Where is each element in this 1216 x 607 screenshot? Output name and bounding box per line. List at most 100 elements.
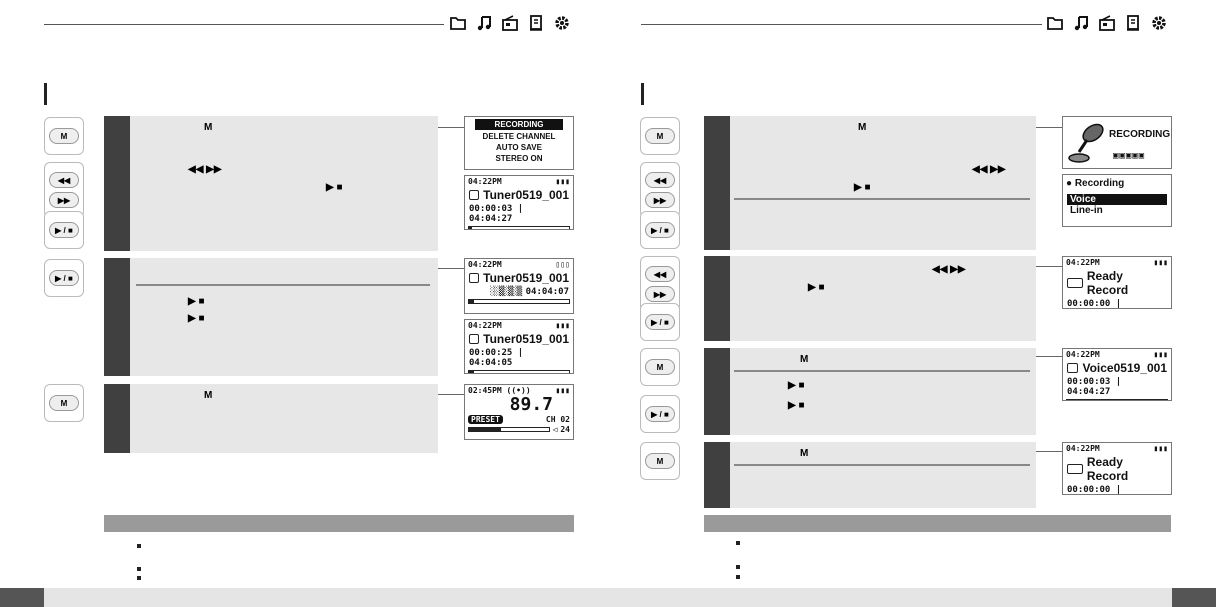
menu-button[interactable]: M [640, 348, 680, 386]
skip-buttons[interactable]: ◀◀ ▶▶ [44, 162, 84, 218]
voice-recorder-icon[interactable] [1124, 14, 1142, 32]
play-stop-key: ▶ / ■ [49, 222, 79, 238]
step-number-bar [104, 384, 130, 453]
file-name: Tuner0519_001 [483, 271, 569, 285]
play-stop-button[interactable]: ▶ / ■ [640, 303, 680, 341]
clock: 04:22PM [1066, 350, 1100, 359]
prev-key[interactable]: ◀◀ [49, 172, 79, 188]
elapsed-remaining: 00:00:03 | 04:04:27 [469, 204, 524, 224]
remaining-time: ░░▒░▒░▒ 04:04:07 [465, 286, 573, 298]
frequency: 89.7 [509, 394, 553, 415]
note-bullet [137, 576, 141, 580]
next-key[interactable]: ▶▶ [49, 192, 79, 208]
remaining-value: 04:04:07 [525, 287, 569, 297]
mic-small-icon: ● [1066, 178, 1073, 189]
music-note-icon[interactable] [1072, 14, 1090, 32]
section-title-marker [641, 83, 644, 105]
clock: 04:22PM [468, 177, 502, 186]
voice-file-icon [1067, 464, 1083, 474]
play-stop-button[interactable]: ▶ / ■ [640, 211, 680, 249]
menu-item-recording[interactable]: RECORDING [475, 119, 563, 130]
skip-buttons[interactable]: ◀◀ ▶▶ [640, 256, 680, 312]
settings-gear-icon[interactable] [553, 14, 571, 32]
blink-indicator-icon: ░░▒░▒░▒ [490, 287, 526, 297]
volume-level: 24 [560, 425, 570, 434]
play-stop-glyph: ▶ ■ [854, 182, 871, 193]
battery-icon: ▮▮▮ [1153, 258, 1168, 267]
note-bullet [137, 567, 141, 571]
music-note-icon[interactable] [475, 14, 493, 32]
step-number-bar [104, 258, 130, 376]
step-box-2: ◀◀ ▶▶ ▶ ■ [704, 256, 1036, 341]
menu-button[interactable]: M [44, 117, 84, 155]
lcd-recording-menu: RECORDING DELETE CHANNEL AUTO SAVE STERE… [464, 116, 574, 170]
play-stop-glyph: ▶ ■ [326, 182, 343, 193]
menu-key: M [49, 395, 79, 411]
step-divider [734, 464, 1030, 466]
step-number-bar [104, 116, 130, 251]
play-stop-key: ▶ / ■ [645, 222, 675, 238]
menu-key: M [645, 359, 675, 375]
play-stop-button[interactable]: ▶ / ■ [44, 259, 84, 297]
folder-icon[interactable] [1046, 14, 1064, 32]
battery-icon: ▮▮▮ [1153, 444, 1168, 453]
step-divider [136, 284, 430, 286]
progress-fill [1067, 400, 1068, 401]
note-bullet [736, 575, 740, 579]
channel: CH 02 [545, 415, 570, 424]
clock: 04:22PM [468, 260, 502, 269]
page-footer-tab-left [0, 588, 44, 607]
page-footer-tab-right [1172, 588, 1216, 607]
stereo-signal-icon: ((•)) [506, 386, 531, 395]
play-stop-button[interactable]: ▶ / ■ [640, 395, 680, 433]
play-stop-glyph: ▶ ■ [788, 380, 805, 391]
play-stop-glyph: ▶ ■ [188, 313, 205, 324]
menu-button[interactable]: M [44, 384, 84, 422]
source-line-in[interactable]: Line-in [1063, 205, 1171, 216]
header-rule [44, 24, 444, 25]
battery-icon: ▮▮▮ [1153, 350, 1168, 359]
progress-fill [469, 300, 474, 303]
ready-label: Ready Record [1086, 269, 1129, 297]
next-key[interactable]: ▶▶ [645, 286, 675, 302]
connector-line [438, 394, 464, 395]
menu-button[interactable]: M [640, 117, 680, 155]
radio-icon[interactable] [501, 14, 519, 32]
settings-gear-icon[interactable] [1150, 14, 1168, 32]
radio-icon[interactable] [1098, 14, 1116, 32]
next-key[interactable]: ▶▶ [645, 192, 675, 208]
prev-key[interactable]: ◀◀ [645, 172, 675, 188]
play-stop-key: ▶ / ■ [645, 406, 675, 422]
skip-buttons[interactable]: ◀◀ ▶▶ [640, 162, 680, 218]
menu-key: M [645, 453, 675, 469]
voice-file-icon [1067, 278, 1083, 288]
battery-icon: ▮▮▮ [555, 177, 570, 186]
menu-key: M [49, 128, 79, 144]
page-footer [0, 588, 1216, 607]
note-bullet [137, 544, 141, 548]
file-name: Tuner0519_001 [483, 188, 569, 202]
menu-item-auto-save[interactable]: AUTO SAVE [496, 143, 542, 152]
source-line-in-text: Line-in [1070, 205, 1103, 216]
lcd-recording-source: ● Recording Voice Line-in [1062, 174, 1172, 227]
note-header-bar [104, 515, 574, 532]
menu-item-delete-channel[interactable]: DELETE CHANNEL [482, 132, 556, 141]
source-voice[interactable]: Voice [1067, 194, 1167, 205]
connector-line [1036, 266, 1062, 267]
radio-file-icon [469, 334, 480, 344]
voice-recorder-icon[interactable] [527, 14, 545, 32]
progress-fill [469, 227, 472, 229]
folder-icon[interactable] [449, 14, 467, 32]
lcd-ready-record-2: 04:22PM▮▮▮ Ready Record 00:00:00 | 04:03… [1062, 442, 1172, 495]
play-stop-key: ▶ / ■ [49, 270, 79, 286]
lcd-tuner-paused: 04:22PM▮▮▮ Tuner0519_001 00:00:25 | 04:0… [464, 319, 574, 374]
play-stop-button[interactable]: ▶ / ■ [44, 211, 84, 249]
prev-key[interactable]: ◀◀ [645, 266, 675, 282]
menu-item-stereo[interactable]: STEREO ON [495, 154, 543, 163]
file-name: Voice0519_001 [1082, 361, 1167, 375]
menu-glyph: M [204, 122, 213, 133]
ready-label: Ready Record [1086, 455, 1129, 483]
play-stop-glyph: ▶ ■ [788, 400, 805, 411]
menu-button[interactable]: M [640, 442, 680, 480]
